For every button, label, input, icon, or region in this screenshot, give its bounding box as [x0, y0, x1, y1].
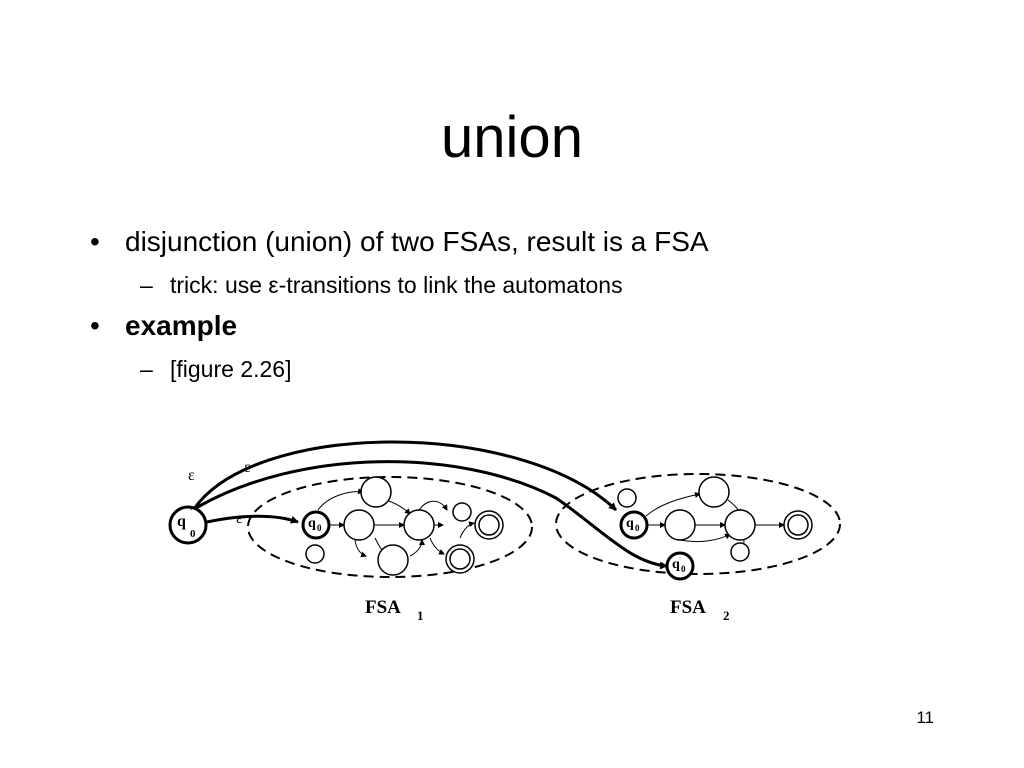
sub-bullet-1: – trick: use ε-transitions to link the a…	[140, 272, 623, 299]
page-number: 11	[916, 708, 934, 727]
fsa1-states	[301, 476, 504, 576]
bullet-marker: •	[90, 226, 100, 257]
new-start-state	[168, 505, 208, 545]
fsa2-copy-start-label: q	[672, 557, 680, 572]
epsilon-edge-top	[190, 440, 618, 513]
fsa2-boundary	[555, 473, 841, 575]
epsilon-edge-middle	[195, 460, 668, 570]
dash-marker: –	[140, 272, 153, 298]
fsa-union-diagram: q ' 0 ε ε ε q 0	[168, 440, 841, 623]
epsilon-edge-to-fsa1	[197, 514, 299, 526]
fsa1-start-subscript: 0	[317, 523, 322, 533]
fsa1-caption: FSA	[365, 597, 401, 618]
fsa1-start-label: q	[308, 516, 316, 531]
bullet-2: • example	[90, 310, 237, 342]
dash-marker: –	[140, 356, 153, 382]
fsa2-caption: FSA	[670, 597, 706, 618]
bullet-1-text: disjunction (union) of two FSAs, result …	[125, 226, 709, 257]
sub-bullet-2-text: [figure 2.26]	[170, 356, 292, 382]
epsilon-label-2: ε	[244, 459, 251, 476]
fsa2-caption-subscript: 2	[723, 608, 730, 623]
fsa2-start-subscript: 0	[635, 523, 640, 533]
sub-bullet-2: – [figure 2.26]	[140, 356, 291, 383]
slide-title: union	[441, 105, 583, 170]
bullet-1: • disjunction (union) of two FSAs, resul…	[90, 226, 709, 258]
new-start-subscript: 0	[190, 528, 196, 540]
fsa2-copy-start-state	[665, 551, 695, 581]
fsa2-start-label: q	[626, 516, 634, 531]
epsilon-label-1: ε	[188, 467, 195, 484]
epsilon-label-3: ε	[236, 510, 243, 527]
fsa2-copy-start-subscript: 0	[681, 564, 686, 574]
new-start-prime: '	[189, 505, 193, 520]
sub-bullet-1-text: trick: use ε-transitions to link the aut…	[170, 272, 623, 298]
fsa1-caption-subscript: 1	[417, 608, 424, 623]
new-start-label: q	[177, 513, 186, 530]
bullet-marker: •	[90, 310, 100, 341]
bullet-2-text: example	[125, 310, 238, 341]
fsa1-boundary	[247, 476, 533, 578]
fsa2-states	[617, 476, 813, 562]
